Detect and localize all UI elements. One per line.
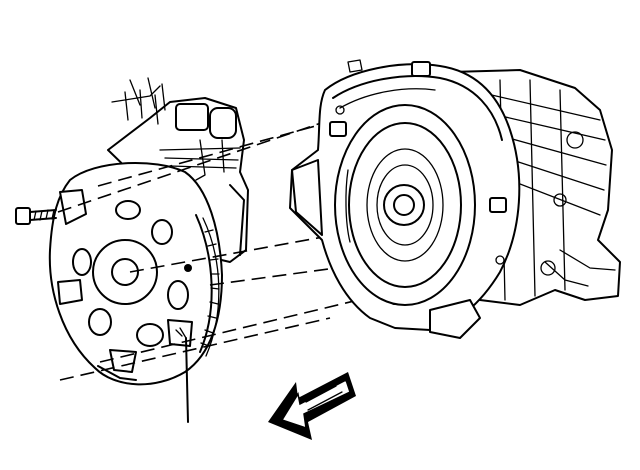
alignment-lines: [57, 119, 501, 381]
leader-line: [185, 337, 189, 423]
ring-gear-teeth: [200, 229, 220, 347]
bolt: [15, 207, 57, 225]
flywheel: [48, 161, 223, 386]
torque-converter: [334, 104, 476, 306]
direction-arrow: [268, 372, 356, 440]
